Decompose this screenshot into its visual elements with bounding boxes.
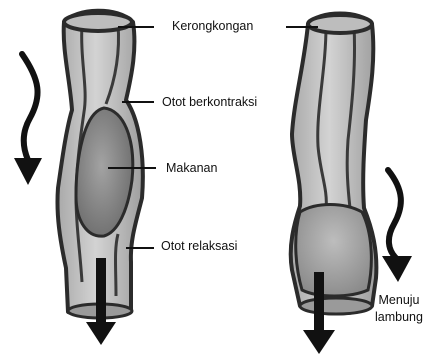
- label-to-stomach-line2: lambung: [372, 309, 426, 326]
- label-food: Makanan: [166, 162, 217, 175]
- wavy-down-arrow-icon: [382, 170, 412, 282]
- label-to-stomach-line1: Menuju: [372, 292, 426, 309]
- esophagus-right: [291, 14, 377, 355]
- esophagus-right-top-opening: [308, 15, 372, 33]
- label-relaxed-muscle: Otot relaksasi: [161, 240, 237, 253]
- wavy-down-arrow-icon: [14, 54, 42, 185]
- label-contracting-muscle: Otot berkontraksi: [162, 96, 257, 109]
- food-bolus-right: [296, 205, 372, 297]
- esophagus-right-bottom-opening: [300, 298, 372, 314]
- esophagus-left: [57, 11, 142, 345]
- label-to-stomach: Menuju lambung: [372, 292, 426, 326]
- esophagus-left-top-opening: [64, 13, 132, 31]
- label-throat: Kerongkongan: [172, 20, 253, 33]
